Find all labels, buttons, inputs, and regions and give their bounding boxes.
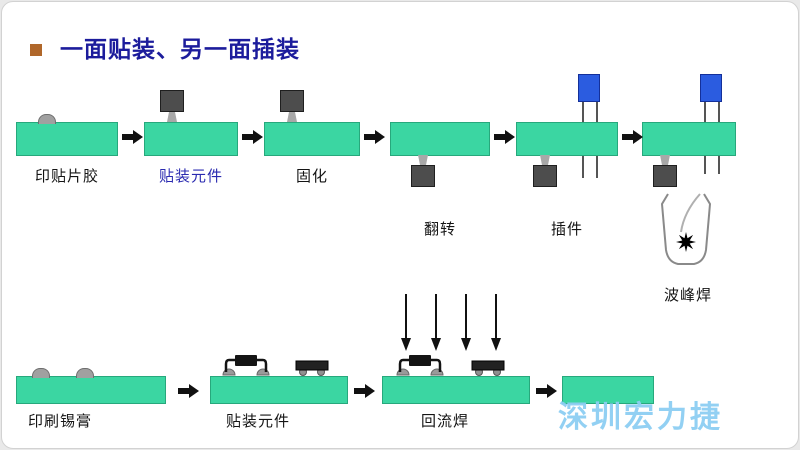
pcb-board [642, 122, 736, 156]
step-label-place-components-2: 贴装元件 [225, 413, 290, 430]
flow-arrow-icon [178, 384, 199, 398]
component-body [653, 165, 677, 187]
step-label-flip: 翻转 [423, 221, 456, 238]
wave-nozzle-icon [676, 232, 696, 252]
heat-arrow-down-icon [401, 294, 411, 351]
component-body [280, 90, 304, 112]
pcb-board [382, 376, 530, 404]
heat-arrow-down-icon [461, 294, 471, 351]
flow-arrow-icon [242, 130, 263, 144]
pcb-board [16, 376, 166, 404]
sot-component-icon [222, 355, 270, 376]
flow-arrow-icon [494, 130, 515, 144]
chip-component-icon [471, 360, 505, 376]
step-label-insert: 插件 [550, 221, 583, 238]
component-body [533, 165, 557, 187]
slide-title-row: 一面贴装、另一面插装 [30, 30, 300, 64]
wave-solder-bath-icon [660, 193, 712, 265]
adhesive-dot [38, 114, 56, 124]
pcb-board [16, 122, 118, 156]
flow-arrow-icon [364, 130, 385, 144]
flow-arrow-icon [622, 130, 643, 144]
pcb-board [516, 122, 618, 156]
solder-paste-dot [76, 368, 94, 378]
pcb-board [264, 122, 360, 156]
component-glue-stem [540, 155, 550, 165]
flow-arrow-icon [536, 384, 557, 398]
chip-component-icon [295, 360, 329, 376]
component-body [411, 165, 435, 187]
pcb-board [390, 122, 490, 156]
heat-arrow-down-icon [491, 294, 501, 351]
step-label-place-components: 贴装元件 [158, 168, 223, 185]
component-body [160, 90, 184, 112]
pcb-board [562, 376, 654, 404]
capacitor-body [578, 74, 600, 102]
pcb-board [144, 122, 238, 156]
component-glue-stem [287, 112, 297, 122]
page-title: 一面贴装、另一面插装 [60, 36, 300, 62]
solder-paste-dot [32, 368, 50, 378]
step-label-wave-solder: 波峰焊 [663, 287, 712, 304]
step-label-print-paste: 印刷锡膏 [27, 413, 92, 430]
capacitor-body [700, 74, 722, 102]
title-bullet-icon [30, 44, 42, 56]
watermark: 深圳宏力捷 [558, 401, 723, 434]
component-glue-stem [660, 155, 670, 165]
component-glue-stem [418, 155, 428, 165]
sot-component-icon [396, 355, 444, 376]
pcb-board [210, 376, 348, 404]
component-glue-stem [167, 112, 177, 122]
heat-arrow-down-icon [431, 294, 441, 351]
flow-arrow-icon [122, 130, 143, 144]
step-label-reflow: 回流焊 [420, 413, 469, 430]
flow-arrow-icon [354, 384, 375, 398]
step-label-print-adhesive: 印贴片胶 [34, 168, 99, 185]
step-label-cure: 固化 [295, 168, 328, 185]
